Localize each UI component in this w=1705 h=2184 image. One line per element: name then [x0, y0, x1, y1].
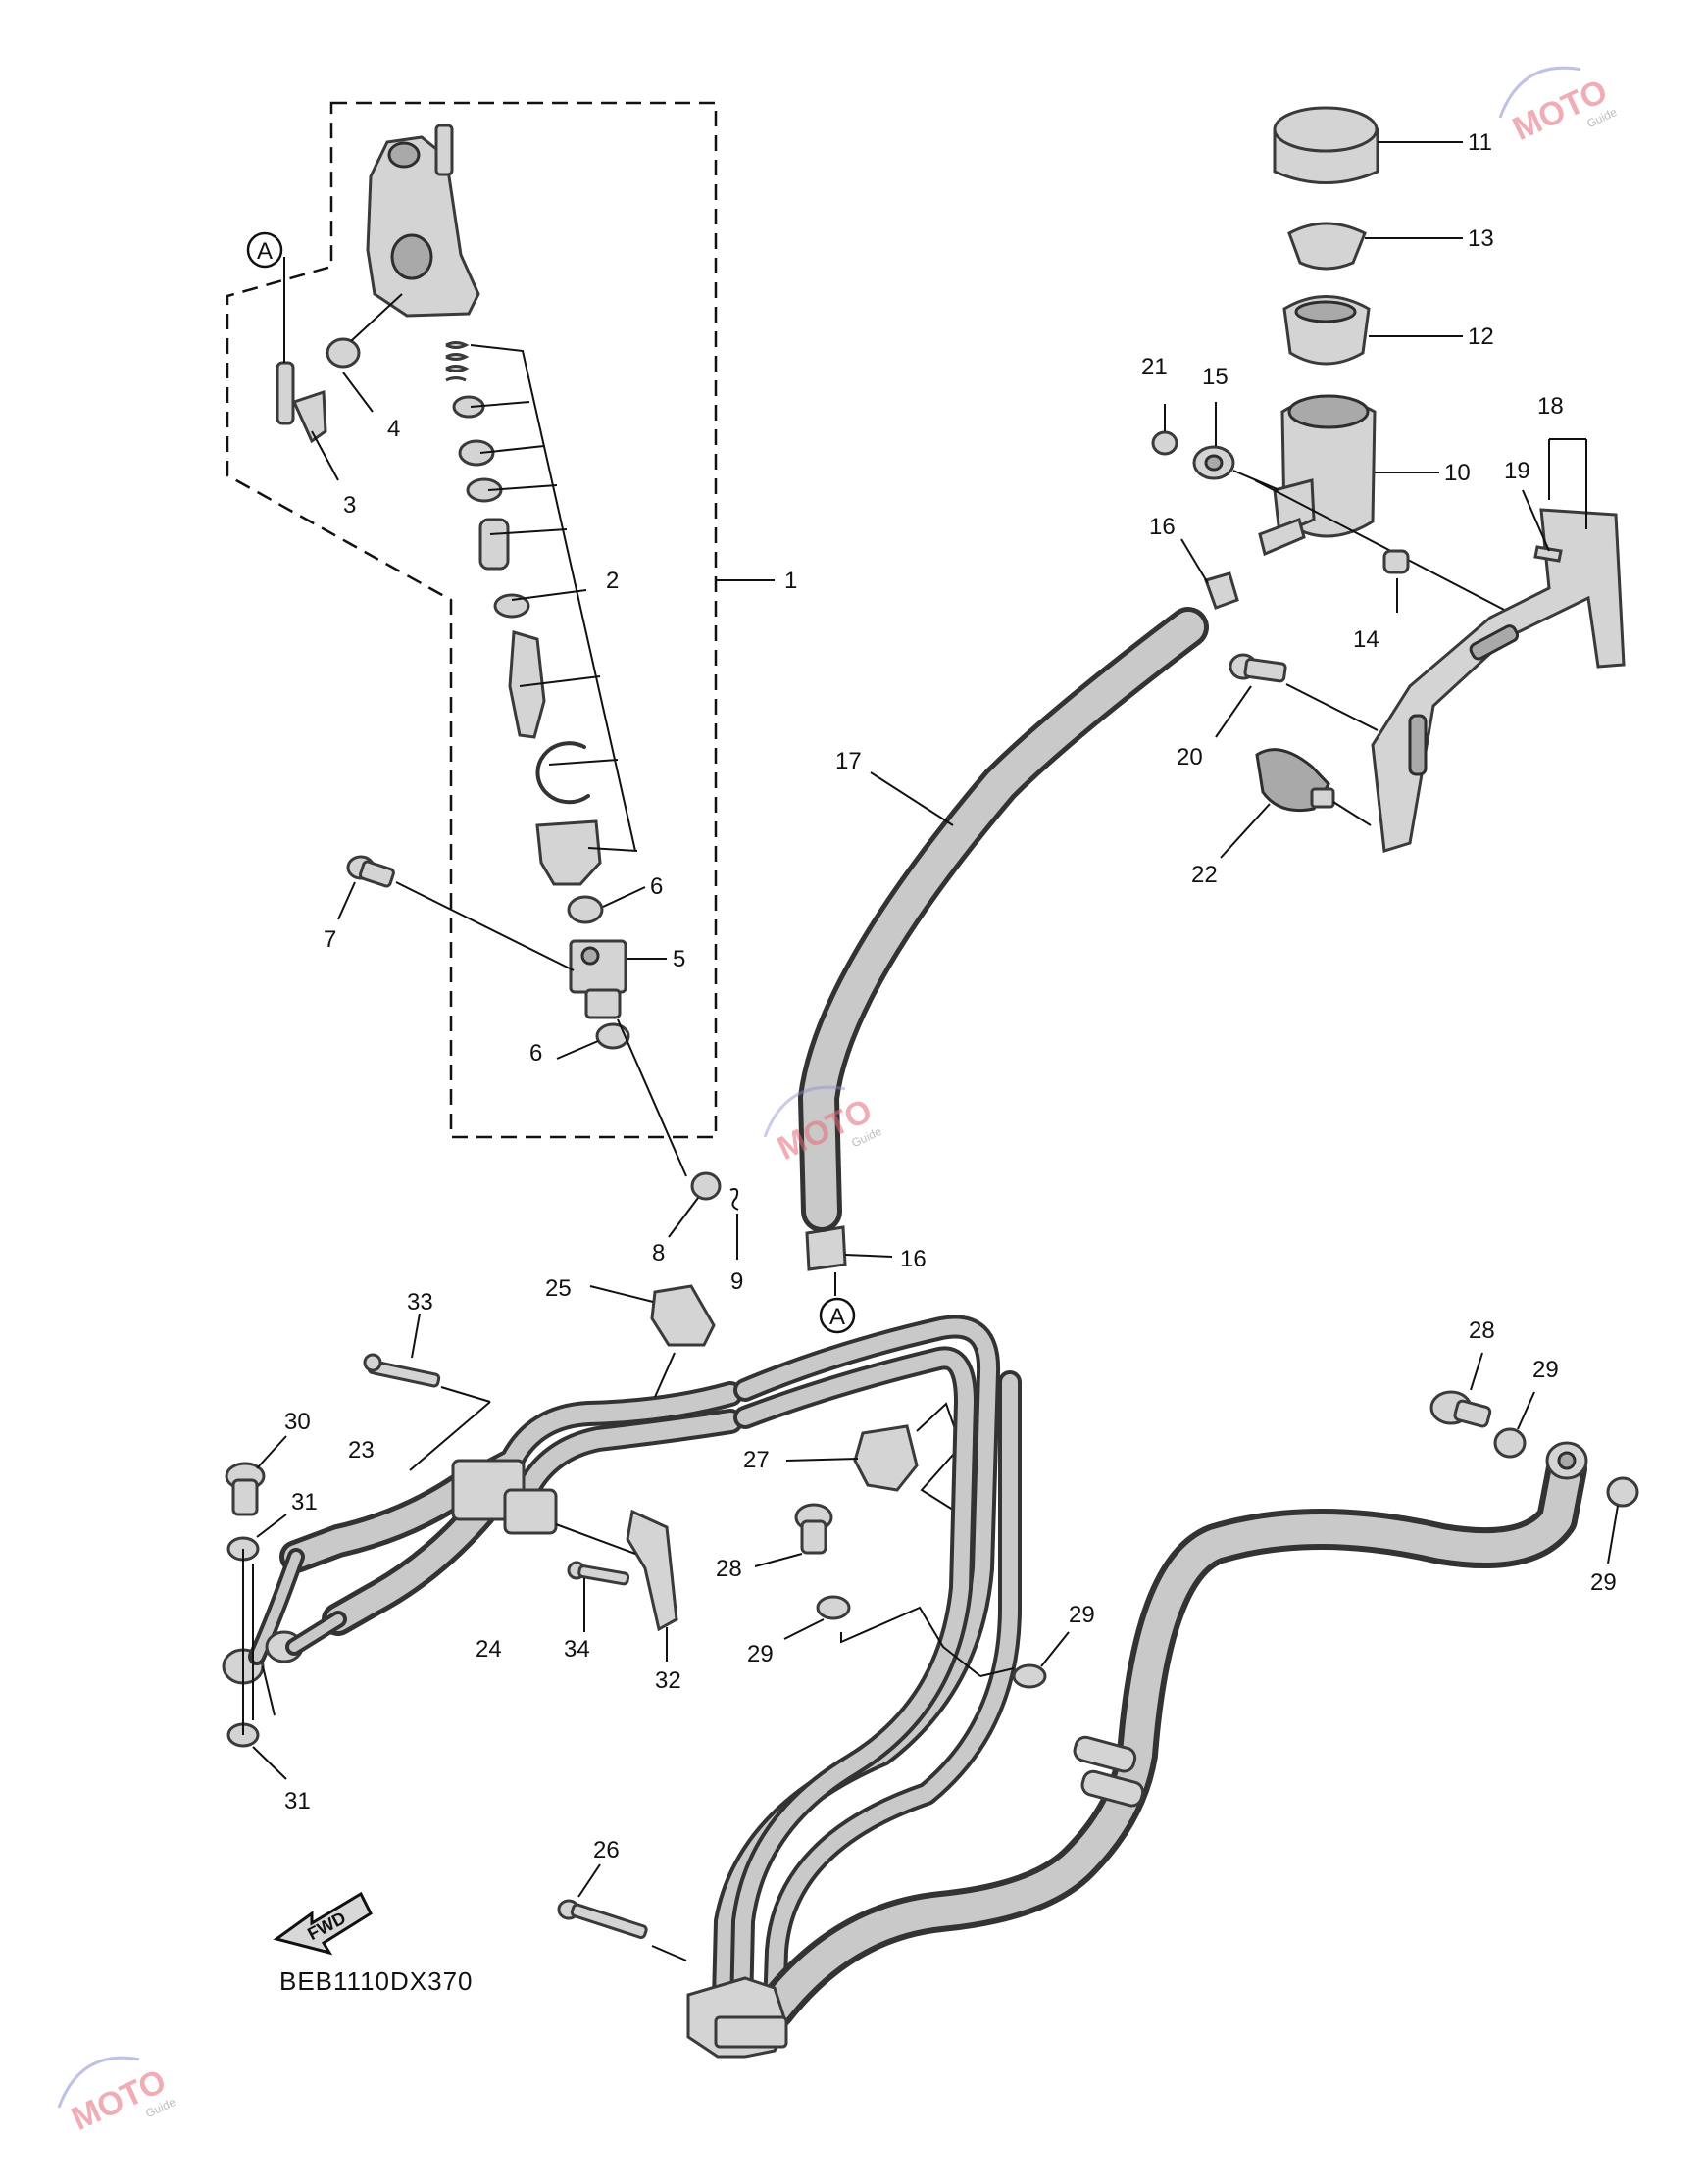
grommet-part [326, 337, 361, 369]
callout-21: 21 [1141, 354, 1168, 380]
callout-29-center-left: 29 [747, 1641, 774, 1667]
spacer-part [1533, 545, 1563, 563]
reservoir-bracket-part [1371, 508, 1626, 853]
hose-clamp-part-upper [1204, 571, 1239, 610]
ref-marker-a-upper: A [246, 231, 283, 269]
callout-16-lower: 16 [900, 1246, 927, 1272]
bolt-part-34 [567, 1561, 630, 1586]
callout-16-upper: 16 [1149, 514, 1176, 540]
callout-8: 8 [652, 1240, 665, 1266]
callout-3: 3 [343, 492, 356, 519]
ref-marker-a-upper-label: A [257, 238, 273, 265]
grommet-part-15 [1192, 445, 1235, 480]
callout-7: 7 [324, 926, 336, 953]
brake-hose-24 [322, 1495, 497, 1636]
callout-6-lower: 6 [529, 1040, 542, 1067]
nut-part-lower [595, 1022, 630, 1050]
reservoir-tank-part [1258, 394, 1377, 557]
band-clamp-part [1255, 748, 1335, 813]
master-cylinder-body [366, 124, 480, 318]
washer-part-29-right-lower [1606, 1476, 1639, 1508]
o-ring-part [690, 1171, 722, 1201]
callout-19: 19 [1504, 458, 1530, 484]
pipe-clamp-part-27 [853, 1424, 919, 1492]
collar-part [1382, 549, 1410, 574]
diaphragm-plate-part [1287, 222, 1367, 271]
banjo-part-left [222, 1548, 347, 1685]
washer-part-29-center-right [1012, 1663, 1047, 1689]
callout-31-lower: 31 [284, 1788, 311, 1814]
reservoir-hose-part [798, 607, 1209, 1232]
brake-hose-upper-left [458, 1381, 743, 1524]
bolt-part-20 [1229, 653, 1287, 683]
callout-31-upper: 31 [291, 1489, 318, 1515]
brake-pipe-main [712, 1315, 1022, 2021]
callout-34: 34 [564, 1636, 590, 1663]
callout-22: 22 [1191, 862, 1218, 888]
callout-14: 14 [1353, 626, 1379, 653]
piston-kit-parts [445, 341, 602, 886]
push-rod-part [276, 361, 327, 444]
callout-32: 32 [655, 1667, 681, 1694]
fwd-arrow-icon: FWD [273, 1891, 373, 1956]
callout-28-right: 28 [1469, 1317, 1495, 1344]
watermark-bottom-left: MOTO Guide [57, 2056, 178, 2138]
callout-24: 24 [476, 1636, 502, 1663]
callout-2: 2 [606, 568, 619, 594]
callout-27: 27 [743, 1447, 770, 1473]
union-bolt-part-28-center [794, 1503, 833, 1555]
callout-15: 15 [1202, 364, 1229, 390]
clip-part [729, 1188, 739, 1211]
washer-part-29-right-upper [1493, 1427, 1527, 1459]
callout-6-upper: 6 [650, 873, 663, 900]
callout-9: 9 [730, 1268, 743, 1295]
nut-part-upper [567, 895, 604, 924]
hose-clamp-part-lower [805, 1225, 847, 1271]
callout-20: 20 [1177, 744, 1203, 770]
union-bolt-part-30 [225, 1462, 266, 1516]
union-bolt-part-28-right [1429, 1390, 1492, 1428]
diagram-code: BEB1110DX370 [279, 1966, 474, 1996]
watermark-top-right: MOTO Guide [1498, 66, 1620, 148]
brake-hose-rear [754, 1448, 1587, 2030]
callout-17: 17 [835, 748, 862, 774]
callout-10: 10 [1444, 460, 1471, 486]
bolt-part-33 [363, 1353, 441, 1388]
leader-2 [470, 344, 638, 852]
bolt-part-7 [346, 855, 395, 888]
diaphragm-part [1282, 295, 1371, 366]
callout-1: 1 [784, 568, 797, 594]
callout-23: 23 [348, 1437, 375, 1464]
callout-29-center-right: 29 [1069, 1602, 1095, 1628]
hose-clamp-part-25 [650, 1284, 716, 1347]
callout-12: 12 [1468, 323, 1494, 350]
junction-block-part [686, 1976, 788, 2059]
callout-26: 26 [593, 1837, 620, 1863]
callout-33: 33 [407, 1289, 433, 1315]
callout-13: 13 [1468, 225, 1494, 252]
callout-11: 11 [1468, 129, 1492, 156]
assembly-boundary [226, 101, 718, 1139]
callout-4: 4 [387, 416, 400, 442]
holder-part-32 [626, 1509, 678, 1632]
callout-29-right-lower: 29 [1590, 1569, 1617, 1596]
callout-5: 5 [673, 946, 685, 972]
nut-part-21 [1151, 430, 1178, 456]
callout-30: 30 [284, 1409, 311, 1435]
callout-29-right-upper: 29 [1532, 1357, 1559, 1383]
callout-25: 25 [545, 1275, 572, 1302]
leader-18 [1548, 438, 1587, 529]
bolt-part-26 [557, 1899, 648, 1939]
ref-marker-a-lower-label: A [829, 1304, 845, 1330]
washer-part-29-center-left [816, 1595, 851, 1620]
callout-18: 18 [1537, 393, 1564, 420]
reservoir-cap-part [1273, 106, 1379, 184]
banjo-fitting-part [569, 939, 627, 1019]
joint-block-part [451, 1459, 558, 1535]
ref-marker-a-lower: A [819, 1297, 856, 1334]
callout-28-center: 28 [716, 1556, 742, 1582]
callout-labels: 1 2 3 4 5 6 6 7 8 9 10 11 12 13 14 15 16… [284, 129, 1617, 1863]
banjo-part-right [1545, 1441, 1588, 1480]
